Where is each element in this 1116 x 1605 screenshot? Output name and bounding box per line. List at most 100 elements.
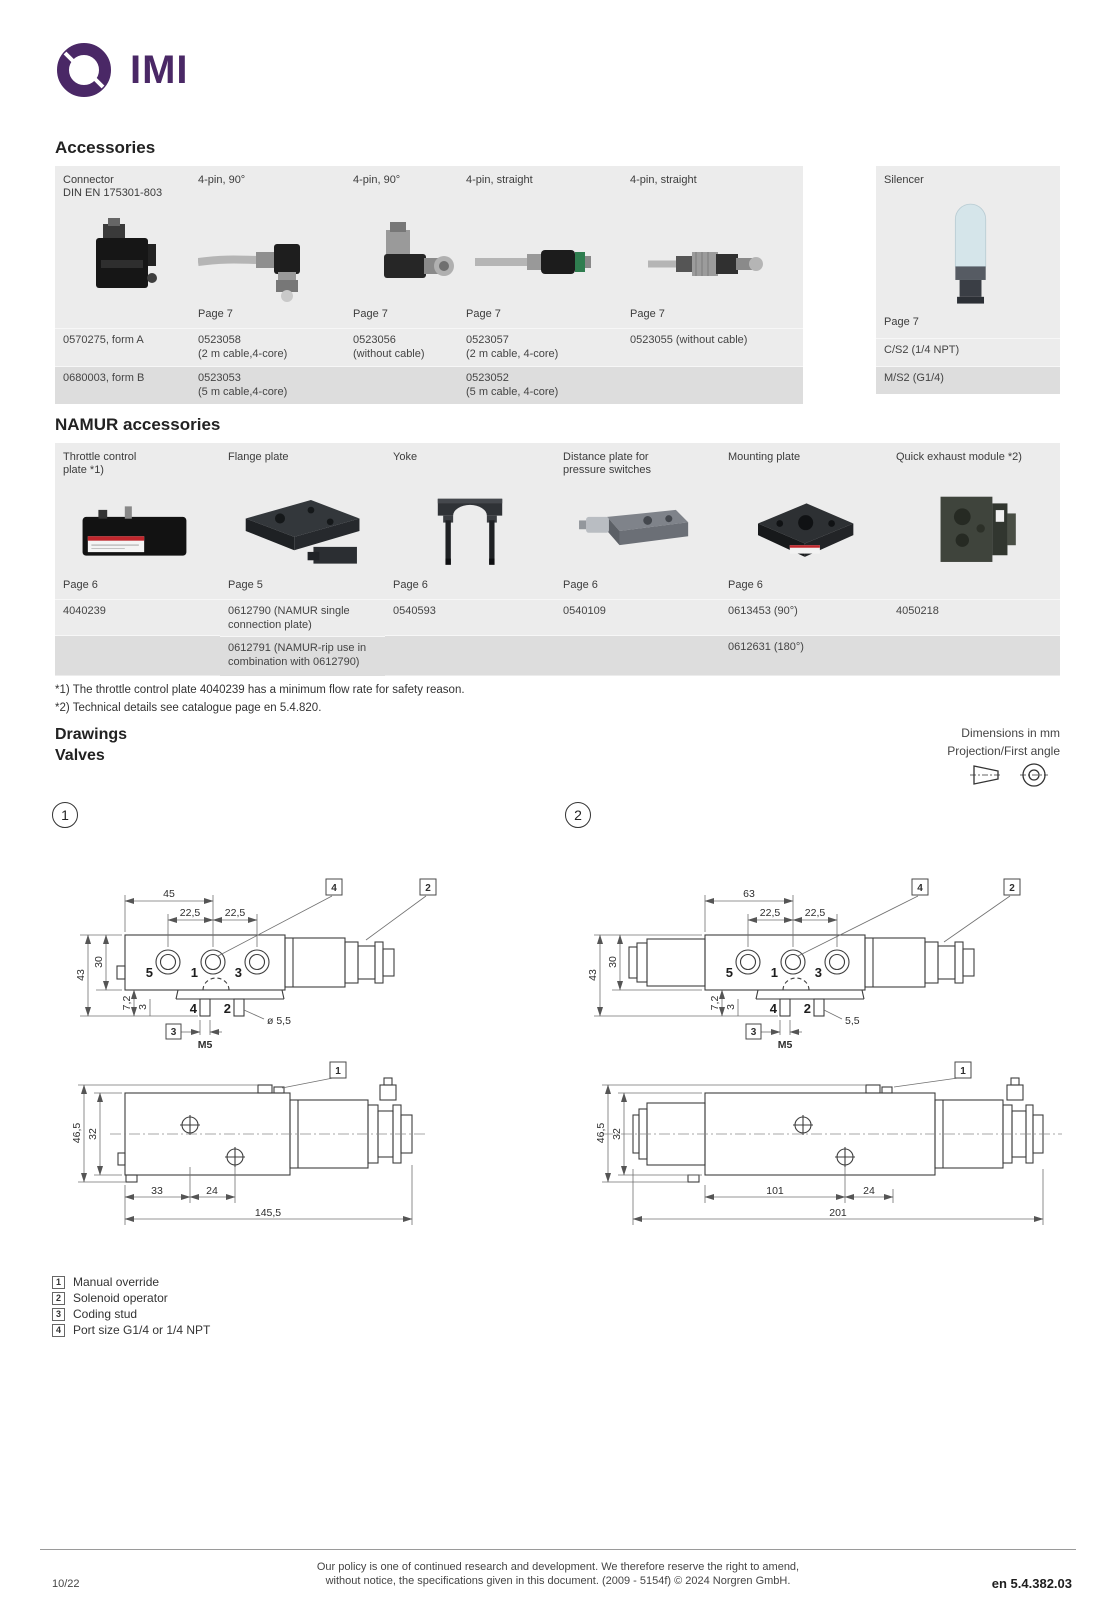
column-header: 4-pin, 90° <box>198 174 246 186</box>
d1-top-view <box>116 934 395 1017</box>
drawings-subtitle: Valves <box>55 747 105 764</box>
accessory-column-4pin-straight-cable: 4-pin, straight Page 7 0523057 (2 m cabl… <box>458 166 622 404</box>
part-number: 0523053 (5 m cable,4-core) <box>190 366 345 404</box>
page-ref: Page 6 <box>563 579 598 591</box>
part-number: 4040239 <box>55 599 220 635</box>
d2-port-2: 2 <box>804 1001 811 1016</box>
d1-dim-46-5: 46,5 <box>71 1123 83 1144</box>
d2-callout-1: 1 <box>960 1066 966 1077</box>
page-ref: Page 7 <box>353 308 388 320</box>
projection-note-text: Projection/First angle <box>947 744 1060 758</box>
column-header: Connector DIN EN 175301-803 <box>63 174 163 199</box>
d1-port-1: 1 <box>191 965 198 980</box>
d1-dim-24: 24 <box>206 1185 218 1197</box>
footnote-1: *1) The throttle control plate 4040239 h… <box>55 684 465 696</box>
dimension-note: Dimensions in mm Projection/First angle <box>947 724 1060 760</box>
column-header: Throttle control plate *1) <box>63 451 137 476</box>
d1-callout-1-box <box>329 1061 347 1079</box>
d1-dim-33: 33 <box>151 1185 163 1197</box>
dimensions-note-text: Dimensions in mm <box>961 726 1060 740</box>
silencer-panel: Silencer Page 7 C/S2 (1/4 NPT) M/S2 (G1/… <box>876 166 1060 394</box>
d2-dim-22-5-right: 22,5 <box>805 907 826 919</box>
d1-port-4: 4 <box>190 1001 198 1016</box>
column-header: 4-pin, 90° <box>353 174 401 186</box>
flange-plate-image <box>220 485 385 577</box>
page-ref: Page 6 <box>63 579 98 591</box>
part-number: 0680003, form B <box>55 366 190 404</box>
d2-callout-3: 3 <box>751 1027 757 1038</box>
part-number <box>622 366 803 404</box>
d1-dim-3: 3 <box>137 1004 149 1010</box>
d1-callout-2-box <box>419 878 437 896</box>
d1-hole-dia: ø 5,5 <box>267 1015 291 1027</box>
page-ref: Page 5 <box>228 579 263 591</box>
footer-page-number: 10/22 <box>52 1578 80 1590</box>
accessories-table: Connector DIN EN 175301-803 0570275, for… <box>55 166 803 404</box>
legend-item-solenoid-operator: 2 Solenoid operator <box>52 1290 210 1306</box>
part-number: 0523056 (without cable) <box>345 328 458 366</box>
d1-dim-30: 30 <box>93 956 105 968</box>
column-header: Flange plate <box>228 451 289 463</box>
d2-port-1: 1 <box>771 965 778 980</box>
footnote-2: *2) Technical details see catalogue page… <box>55 702 322 714</box>
part-number: 0612791 (NAMUR-rip use in combination wi… <box>220 636 385 676</box>
part-number: 0523055 (without cable) <box>622 328 803 366</box>
namur-column-distance-plate: Distance plate for pressure switches Pag… <box>555 443 720 676</box>
connector-din-image <box>55 212 190 306</box>
page-ref: Page 7 <box>466 308 501 320</box>
part-number: 0540109 <box>555 599 720 635</box>
part-number: 0613453 (90°) <box>720 599 888 635</box>
page-ref: Page 7 <box>198 308 233 320</box>
d1-callout-4: 4 <box>331 883 337 894</box>
drawing-2-number: 2 <box>565 802 591 828</box>
part-number: 0570275, form A <box>55 328 190 366</box>
d2-dim-24: 24 <box>863 1185 875 1197</box>
namur-column-flange: Flange plate Page 5 0612790 (NAMUR singl… <box>220 443 385 676</box>
legend-key-3: 3 <box>52 1307 65 1321</box>
d1-dimensions <box>78 895 427 1225</box>
d2-callout-2-box <box>1003 878 1021 896</box>
d2-dim-3: 3 <box>725 1004 737 1010</box>
d1-dim-32: 32 <box>87 1128 99 1140</box>
d2-callout-1-box <box>954 1061 972 1079</box>
accessory-column-4pin-straight: 4-pin, straight Page 7 0523055 (without … <box>622 166 803 404</box>
namur-column-mounting-plate: Mounting plate Page 6 0613453 (90°) 0612… <box>720 443 888 676</box>
d1-dim-145-5: 145,5 <box>255 1207 281 1219</box>
imi-logo-icon <box>57 43 111 97</box>
valve-drawing-1: 45 22,5 22,5 30 43 7,2 3 5 1 3 4 2 ø 5,5… <box>71 878 437 1225</box>
namur-column-yoke: Yoke Page 6 0540593 <box>385 443 555 676</box>
accessories-heading: Accessories <box>55 138 156 157</box>
footnotes: *1) The throttle control plate 4040239 h… <box>55 681 465 717</box>
d2-callout-2: 2 <box>1009 883 1015 894</box>
part-number: 0523057 (2 m cable, 4-core) <box>458 328 622 366</box>
d1-dim-45: 45 <box>163 888 175 900</box>
page-ref: Page 7 <box>630 308 665 320</box>
d1-callout-3: 3 <box>171 1027 177 1038</box>
d1-port-2: 2 <box>224 1001 231 1016</box>
d2-dim-22-5-left: 22,5 <box>760 907 781 919</box>
footer-policy-line-2: without notice, the specifications given… <box>325 1575 791 1587</box>
d2-thread: M5 <box>778 1039 793 1051</box>
d2-dim-32: 32 <box>611 1128 623 1140</box>
d2-hole-dia: 5,5 <box>845 1015 860 1027</box>
d2-callout-3-box <box>745 1023 762 1040</box>
d1-dim-43: 43 <box>75 969 87 981</box>
cable-90-connector-image <box>190 212 345 306</box>
legend-item-manual-override: 1 Manual override <box>52 1274 210 1290</box>
d2-top-view <box>628 934 975 1017</box>
column-header: Mounting plate <box>728 451 801 463</box>
page-ref <box>888 577 1060 599</box>
d1-side-view <box>117 1077 413 1183</box>
namur-table: Throttle control plate *1) Page 6 404023… <box>55 443 1060 676</box>
legend-label-2: Solenoid operator <box>73 1291 168 1305</box>
throttle-plate-image <box>55 485 220 577</box>
d2-port-4: 4 <box>770 1001 778 1016</box>
d1-dim-22-5-right: 22,5 <box>225 907 246 919</box>
legend-label-3: Coding stud <box>73 1307 138 1321</box>
d2-side-view <box>632 1077 1044 1183</box>
d2-dim-7-2: 7,2 <box>709 996 721 1011</box>
part-number: M/S2 (G1/4) <box>876 366 1060 394</box>
drawings-heading: Drawings Valves <box>55 724 127 766</box>
brand-name: IMI <box>130 47 189 92</box>
